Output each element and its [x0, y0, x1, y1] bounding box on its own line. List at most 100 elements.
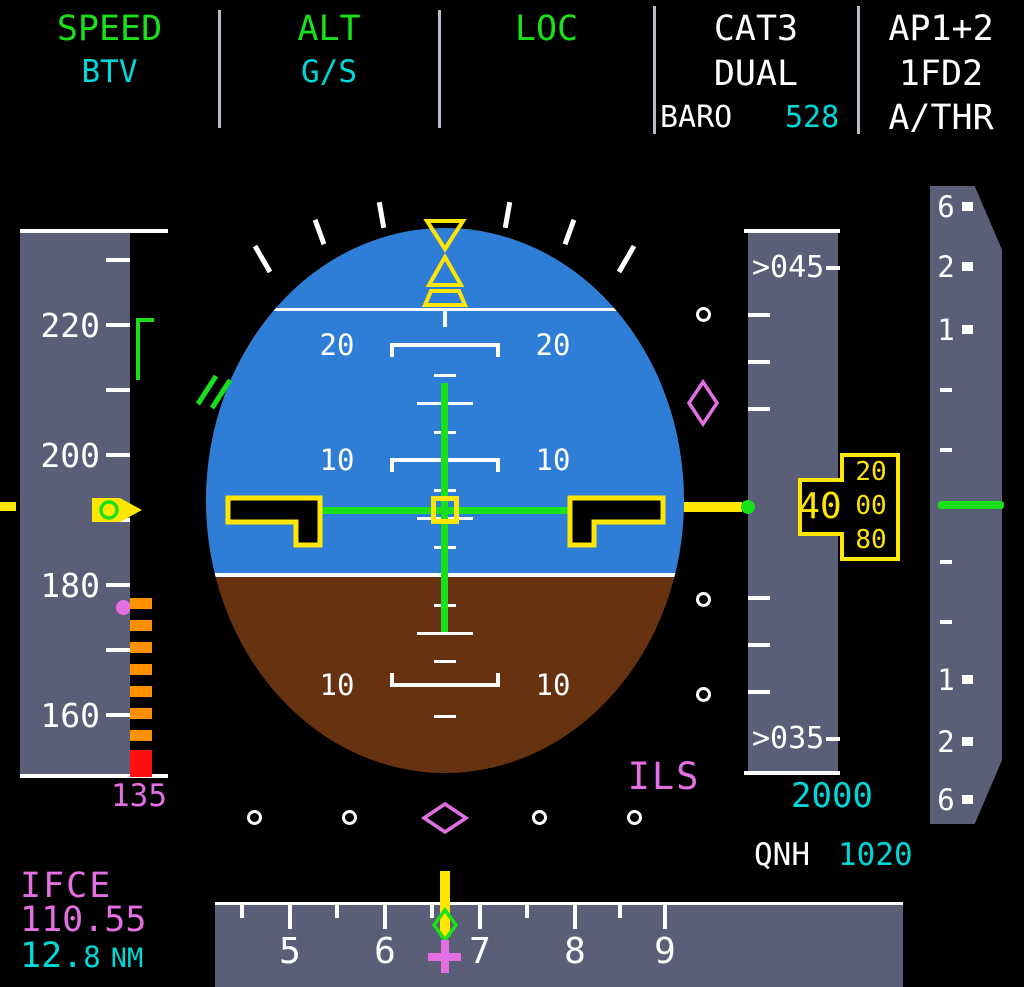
- fma-approach-capability: CAT3: [713, 9, 799, 49]
- pitch-line-tab: [496, 343, 500, 357]
- heading-minor-tick: [240, 905, 244, 918]
- altitude-reference-dot: [741, 500, 755, 514]
- speed-tick: [106, 258, 130, 262]
- selected-altitude: 2000: [791, 776, 873, 816]
- heading-tape: [215, 905, 903, 987]
- vs-label: 2: [937, 725, 955, 759]
- altitude-tick: [748, 360, 770, 364]
- fma-divider: [857, 6, 860, 134]
- altitude-upper-label: >045: [752, 250, 825, 285]
- glideslope-dot: [696, 592, 711, 607]
- altitude-readout-main: 40: [798, 486, 842, 527]
- vs-label: 2: [937, 250, 955, 284]
- speed-tick: [106, 648, 130, 652]
- heading-label: 6: [374, 931, 396, 972]
- flight-director-horizontal-bar: [317, 507, 573, 514]
- heading-label: 9: [654, 931, 676, 972]
- roll-pointer-assembly: [421, 219, 469, 307]
- speed-tape-top-line: [20, 229, 168, 233]
- altitude-reference-bar: [684, 502, 742, 512]
- heading-major-tick: [288, 905, 292, 929]
- altitude-tape-bottom-line: [744, 771, 840, 775]
- speed-label: 180: [40, 566, 100, 605]
- altitude-label-tick: [826, 266, 840, 270]
- vs-scale-mark: [962, 675, 973, 684]
- pitch-tick: [434, 660, 456, 663]
- heading-label: 8: [564, 931, 586, 972]
- ils-dme-unit: NM: [110, 943, 144, 974]
- pitch-line-20up: [390, 343, 500, 347]
- pitch-scale-top-tick: [443, 311, 447, 327]
- aircraft-symbol: [225, 495, 666, 548]
- qnh-label: QNH: [754, 837, 810, 873]
- heading-minor-tick: [618, 905, 622, 918]
- fma-autothrust-status: A/THR: [888, 98, 994, 138]
- fma-lateral-mode: LOC: [514, 9, 579, 49]
- speed-target-value: 135: [111, 778, 167, 814]
- pitch-line-5down: [417, 632, 473, 635]
- fma-divider: [653, 6, 656, 134]
- ils-frequency: 110.55: [20, 900, 147, 940]
- pitch-line-10down: [390, 683, 500, 687]
- speed-limit-bracket-hook: [136, 318, 154, 322]
- vs-scale-mark: [962, 737, 973, 746]
- altitude-drum-lower: 80: [855, 525, 887, 555]
- ils-ident: IFCE: [20, 866, 113, 906]
- pitch-scale-top-line: [206, 308, 684, 311]
- ils-dme: 12. 8 NM: [20, 939, 143, 974]
- qnh-value: 1020: [838, 837, 913, 873]
- heading-major-tick: [478, 905, 482, 929]
- speed-target-dot: [116, 600, 131, 615]
- fma-autothrust-mode: SPEED: [56, 9, 163, 49]
- pitch-tick: [434, 715, 456, 718]
- localizer-dot: [342, 810, 357, 825]
- vs-scale-dash: [940, 620, 952, 624]
- sideslip-index-icon: [421, 289, 469, 307]
- pitch-line-tab: [390, 673, 394, 687]
- speed-barber-pole: [130, 598, 152, 750]
- heading-major-tick: [573, 905, 577, 929]
- aircraft-center-square: [431, 496, 459, 524]
- pitch-label-10down-left: 10: [319, 668, 355, 702]
- vs-scale-mark: [962, 795, 973, 804]
- green-chevron-marks: [195, 374, 233, 410]
- heading-tape-top-line: [215, 902, 903, 905]
- speed-label: 220: [40, 306, 100, 345]
- pitch-line-tab: [496, 458, 500, 472]
- pitch-label-10-right: 10: [535, 443, 571, 477]
- ils-flag: ILS: [627, 755, 701, 798]
- speed-tape-bottom-line: [20, 774, 168, 778]
- track-diamond-icon: [431, 907, 459, 943]
- altitude-drum-center: 00: [855, 491, 887, 521]
- fma-vertical-mode: ALT: [297, 9, 361, 49]
- vs-scale-dash: [940, 560, 952, 564]
- speed-tick: [106, 583, 130, 587]
- pitch-line-tab: [390, 343, 394, 357]
- pitch-label-20-left: 20: [319, 328, 355, 362]
- heading-label: 5: [279, 931, 301, 972]
- speed-tick: [106, 323, 130, 327]
- localizer-deviation-diamond-icon: [421, 801, 469, 835]
- heading-minor-tick: [430, 905, 434, 918]
- vs-label: 1: [937, 663, 955, 697]
- vs-scale-mark: [962, 325, 973, 334]
- altitude-label-tick: [826, 737, 840, 741]
- fma-divider: [438, 10, 441, 128]
- altitude-tick: [748, 313, 770, 317]
- vs-label: 1: [937, 313, 955, 347]
- vs-label: 6: [937, 190, 955, 224]
- speed-limit-bracket: [136, 318, 140, 380]
- fma-vertical-armed: G/S: [301, 54, 357, 90]
- pitch-label-10down-right: 10: [535, 668, 571, 702]
- fma-flight-director-status: 1FD2: [898, 54, 984, 94]
- roll-index-triangle-icon: [425, 252, 465, 287]
- fma-approach-redundancy: DUAL: [713, 54, 799, 94]
- heading-minor-tick: [335, 905, 339, 918]
- pitch-tick: [434, 374, 456, 377]
- speed-tick: [106, 713, 130, 717]
- vs-scale-mark: [962, 262, 973, 271]
- roll-tick-10l: [376, 201, 387, 229]
- altitude-readout-window: [798, 453, 900, 561]
- speed-label: 160: [40, 696, 100, 735]
